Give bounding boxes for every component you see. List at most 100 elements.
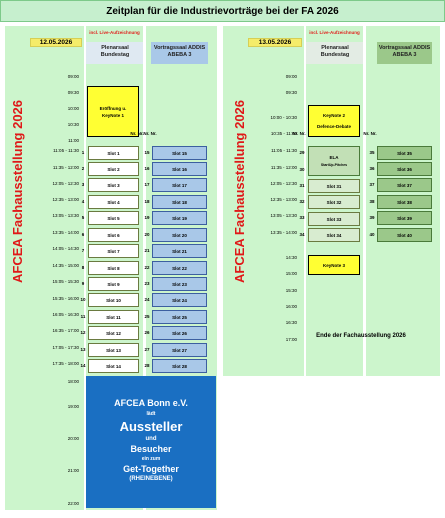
day2-slot-left[interactable]: Slot 32 [308, 195, 360, 209]
day2-time-label: 10:35 - 11:00 [270, 131, 297, 136]
day1-time-label: 10:30 [67, 122, 79, 127]
day2-time-label: 16:30 [285, 320, 297, 325]
day1-slot-right[interactable]: Slot 25 [152, 310, 207, 324]
day1-time-label: 09:00 [67, 74, 79, 79]
day1-time-label: 11:35 - 12:00 [52, 165, 79, 170]
day1-hall1-header: Plenarsaal Bundestag [100, 45, 130, 58]
day1-slot-right[interactable]: Slot 27 [152, 343, 207, 357]
day2-time-label: 11:35 - 12:00 [270, 165, 297, 170]
day1-slot-number: 7 [81, 248, 85, 253]
day1-slot-left[interactable]: Slot 1 [88, 146, 139, 160]
day2-slot-right[interactable]: Slot 37 [377, 178, 432, 192]
day2-time-label: 11:05 - 11:30 [271, 148, 297, 153]
day2-slot-number: 31 [299, 183, 305, 188]
day2-time-label: 12:35 - 13:00 [270, 197, 297, 202]
day1-slot-left[interactable]: Slot 13 [88, 343, 139, 357]
day1-slot-number: 13 [80, 347, 86, 352]
day1-hall2-header: Vortragssaal ADDIS ABEBA 3 [153, 45, 206, 58]
day1-slot-number: 26 [144, 330, 150, 335]
day2-ela-startup-slot[interactable]: ELA StartUp-Pitches [308, 146, 360, 176]
day1-slot-number: 1 [81, 150, 85, 155]
day1-time-label: 16:35 - 17:00 [52, 328, 79, 333]
day1-time-label: 14:35 - 15:00 [52, 263, 79, 268]
day1-slot-right[interactable]: Slot 17 [152, 178, 207, 192]
day1-slot-left[interactable]: Slot 8 [88, 261, 139, 275]
day1-slot-number: 12 [80, 330, 86, 335]
day2-slot-right[interactable]: Slot 39 [377, 211, 432, 225]
day2-slot-left[interactable]: Slot 34 [308, 228, 360, 242]
day1-slot-number: 20 [144, 232, 150, 237]
day1-keynote-opening[interactable]: Eröffnung u. KeyNote 1 [87, 86, 139, 137]
day1-slot-number: 24 [144, 297, 150, 302]
day1-slot-left[interactable]: Slot 11 [88, 310, 139, 324]
day1-slot-left[interactable]: Slot 6 [88, 228, 139, 242]
day2-slot-right[interactable]: Slot 35 [377, 146, 432, 160]
day2-slot-right[interactable]: Slot 36 [377, 162, 432, 176]
day1-slot-left[interactable]: Slot 9 [88, 277, 139, 291]
day1-slot-right[interactable]: Slot 20 [152, 228, 207, 242]
day1-slot-right[interactable]: Slot 18 [152, 195, 207, 209]
day1-time-label: 17:35 - 18:00 [52, 361, 79, 366]
day1-time-label: 15:35 - 16:00 [52, 296, 79, 301]
day2-slot-left[interactable]: Slot 31 [308, 179, 360, 193]
day2-time-label: 17:00 [285, 337, 297, 342]
day2-keynote2[interactable]: KeyNote 2 Defence-Debate [308, 105, 360, 137]
day1-slot-number: 6 [81, 232, 85, 237]
day2-time-label: 15:00 [285, 271, 297, 276]
day1-slot-left[interactable]: Slot 10 [88, 293, 139, 307]
day2-slot-number: 30 [299, 167, 305, 172]
day2-num-header-left: Nr. Nr. [292, 131, 306, 136]
day2-time-label: 14:30 [285, 255, 297, 260]
day1-slot-right[interactable]: Slot 19 [152, 211, 207, 225]
day2-end-text: Ende der Fachausstellung 2026 [316, 333, 406, 339]
day2-slot-right[interactable]: Slot 38 [377, 195, 432, 209]
day1-time-label: 19:00 [67, 404, 79, 409]
day2-time-label: 12:05 - 12:30 [270, 181, 297, 186]
day2-live-note: incl. Live-Aufzeichnung [309, 30, 360, 35]
day1-slot-left[interactable]: Slot 7 [88, 244, 139, 258]
day1-live-note: incl. Live-Aufzeichnung [89, 30, 140, 35]
day1-slot-right[interactable]: Slot 23 [152, 277, 207, 291]
day2-slot-number: 40 [369, 232, 375, 237]
day1-slot-left[interactable]: Slot 12 [88, 326, 139, 340]
day1-slot-right[interactable]: Slot 16 [152, 162, 207, 176]
day2-time-label: 10:00 - 10:30 [270, 115, 297, 120]
day2-time-label: 16:00 [285, 304, 297, 309]
day1-slot-number: 8 [81, 265, 85, 270]
day1-slot-right[interactable]: Slot 26 [152, 326, 207, 340]
day1-slot-number: 22 [144, 265, 150, 270]
day1-slot-number: 27 [144, 347, 150, 352]
day2-num-header-right: Nr. Nr. [363, 131, 377, 136]
day1-slot-left[interactable]: Slot 3 [88, 178, 139, 192]
day1-num-header-right: Nr. Nr. [143, 131, 157, 136]
day1-time-label: 20:00 [67, 436, 79, 441]
day1-slot-right[interactable]: Slot 22 [152, 261, 207, 275]
day2-date: 13.05.2026 [258, 39, 292, 46]
day1-time-label: 11:05 - 11:30 [53, 148, 79, 153]
day1-slot-right[interactable]: Slot 21 [152, 244, 207, 258]
day2-slot-number: 33 [299, 215, 305, 220]
day1-time-label: 13:05 - 13:30 [52, 213, 79, 218]
day1-slot-left[interactable]: Slot 4 [88, 195, 139, 209]
day1-slot-number: 14 [80, 363, 86, 368]
day1-slot-number: 2 [81, 166, 85, 171]
day2-slot-left[interactable]: Slot 33 [308, 212, 360, 226]
day1-slot-right[interactable]: Slot 15 [152, 146, 207, 160]
day1-slot-right[interactable]: Slot 24 [152, 293, 207, 307]
day1-time-label: 12:35 - 13:00 [52, 197, 79, 202]
day1-slot-left[interactable]: Slot 14 [88, 359, 139, 373]
day2-hall1-header: Plenarsaal Bundestag [320, 45, 350, 58]
day2-keynote3[interactable]: KeyNote 3 [308, 255, 360, 275]
day1-slot-number: 9 [81, 281, 85, 286]
day2-slot-number: 35 [369, 150, 375, 155]
day1-slot-left[interactable]: Slot 2 [88, 162, 139, 176]
day2-time-label: 09:00 [285, 74, 297, 79]
day1-slot-left[interactable]: Slot 5 [88, 211, 139, 225]
get-together-banner: AFCEA Bonn e.V. lädt Aussteller und Besu… [86, 376, 216, 508]
day2-slot-number: 32 [299, 199, 305, 204]
vertical-title-day2: AFCEA Fachausstellung 2026 [232, 99, 247, 283]
day1-slot-number: 28 [144, 363, 150, 368]
day1-slot-right[interactable]: Slot 28 [152, 359, 207, 373]
day2-time-label: 09:30 [285, 90, 297, 95]
day2-slot-right[interactable]: Slot 40 [377, 228, 432, 242]
